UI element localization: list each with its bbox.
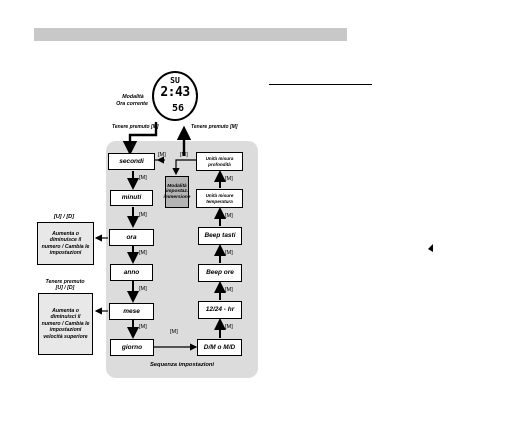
m-label: [M] — [225, 324, 233, 330]
box-depth-unit: Unità misura profondità — [196, 152, 243, 171]
box-anno: anno — [110, 264, 153, 281]
box-beep-hour: Beep ore — [198, 264, 242, 282]
m-label: [M] — [225, 213, 233, 219]
watch-mode-line2: Ora corrente — [116, 101, 148, 107]
m-label: [M] — [225, 250, 233, 256]
watch-time: 2:43 — [160, 85, 190, 100]
box-secondi: secondi — [108, 153, 155, 170]
hold-label-left: Tenere premuto [M] — [112, 124, 159, 130]
box-mese: mese — [109, 303, 154, 320]
m-label: [M] — [139, 250, 147, 256]
arrow-watch-to-secondi — [122, 122, 158, 156]
side-lower-label-1: Tenere premuto — [45, 279, 85, 285]
box-giorno: giorno — [110, 339, 154, 356]
box-beep-keys: Beep tasti — [198, 227, 242, 245]
box-ora: ora — [109, 229, 154, 246]
watch-mode-line1: Modalità — [122, 94, 144, 100]
top-grey-bar — [34, 28, 347, 41]
m-label: [M] — [225, 176, 233, 182]
box-date-format: D/M o M/D — [197, 339, 242, 356]
watch-seconds: 56 — [172, 103, 185, 114]
arrow-depth-divemode — [172, 159, 196, 176]
side-lower-label-2: [U] / [D] — [55, 285, 75, 291]
m-label: [M] — [225, 287, 233, 293]
box-temp-unit: Unità misure temperatura — [196, 189, 243, 208]
cursor-mark — [428, 244, 433, 252]
m-label: [M] — [180, 152, 188, 158]
m-label: [M] — [139, 212, 147, 218]
m-label: [M] — [158, 152, 166, 158]
m-label: [M] — [139, 324, 147, 330]
box-dive-mode: Modalità impostaz. immersione — [164, 176, 190, 208]
m-label: [M] — [139, 286, 147, 292]
side-upper-box: Aumenta o diminuisce il numero / Cambia … — [37, 222, 94, 265]
box-hr-format: 12/24 - hr — [198, 301, 242, 319]
watch-day: SU — [170, 76, 180, 85]
m-label: [M] — [170, 329, 178, 335]
footer-caption: Sequenza impostazioni — [149, 362, 215, 368]
side-lower-box: Aumenta o diminuisci il numero / Cambia … — [38, 293, 93, 355]
watch-face: SU 2:43 56 — [152, 71, 198, 121]
hold-label-right: Tenere premuto [M] — [191, 124, 238, 130]
box-minuti: minuti — [110, 190, 153, 206]
heading-rule — [269, 84, 372, 85]
m-label: [M] — [139, 175, 147, 181]
side-upper-label: [U] / [D] — [53, 214, 75, 220]
